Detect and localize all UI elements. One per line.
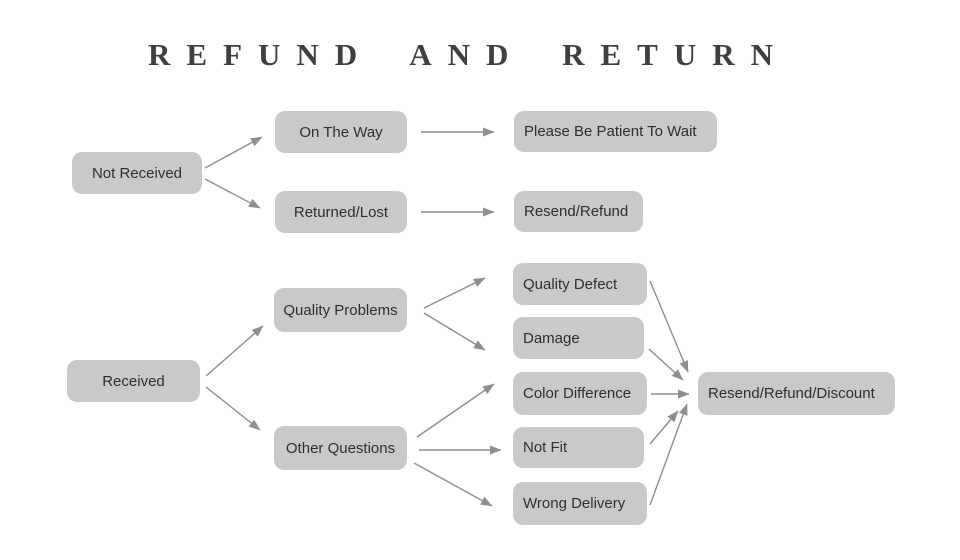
node-wrong-delivery: Wrong Delivery bbox=[513, 482, 647, 525]
node-resend-refund: Resend/Refund bbox=[514, 191, 643, 232]
arrow-not-received-to-on-the-way bbox=[204, 136, 263, 169]
arrow-other-questions-to-wrong-delivery bbox=[413, 462, 493, 507]
arrow-quality-defect-to-resend-refund-discount bbox=[649, 280, 689, 373]
node-damage: Damage bbox=[513, 317, 644, 359]
arrow-damage-to-resend-refund-discount bbox=[648, 348, 684, 381]
node-not-fit: Not Fit bbox=[513, 427, 644, 468]
arrow-other-questions-to-color-difference bbox=[416, 383, 495, 438]
arrow-not-fit-to-resend-refund-discount bbox=[649, 410, 679, 445]
node-color-difference: Color Difference bbox=[513, 372, 647, 415]
node-returned-lost: Returned/Lost bbox=[275, 191, 407, 233]
node-quality-defect: Quality Defect bbox=[513, 263, 647, 305]
node-received: Received bbox=[67, 360, 200, 402]
arrow-quality-problems-to-damage bbox=[423, 312, 486, 351]
node-quality-problems: Quality Problems bbox=[274, 288, 407, 332]
node-please-wait: Please Be Patient To Wait bbox=[514, 111, 717, 152]
arrow-received-to-quality-problems bbox=[205, 325, 264, 377]
node-other-questions: Other Questions bbox=[274, 426, 407, 470]
arrow-not-received-to-returned-lost bbox=[204, 178, 261, 209]
node-resend-refund-discount: Resend/Refund/Discount bbox=[698, 372, 895, 415]
arrow-quality-problems-to-quality-defect bbox=[423, 277, 486, 309]
arrow-received-to-other-questions bbox=[205, 386, 261, 431]
node-on-the-way: On The Way bbox=[275, 111, 407, 153]
arrow-wrong-delivery-to-resend-refund-discount bbox=[649, 403, 688, 506]
node-not-received: Not Received bbox=[72, 152, 202, 194]
page-title: REFUND AND RETURN bbox=[148, 37, 790, 72]
